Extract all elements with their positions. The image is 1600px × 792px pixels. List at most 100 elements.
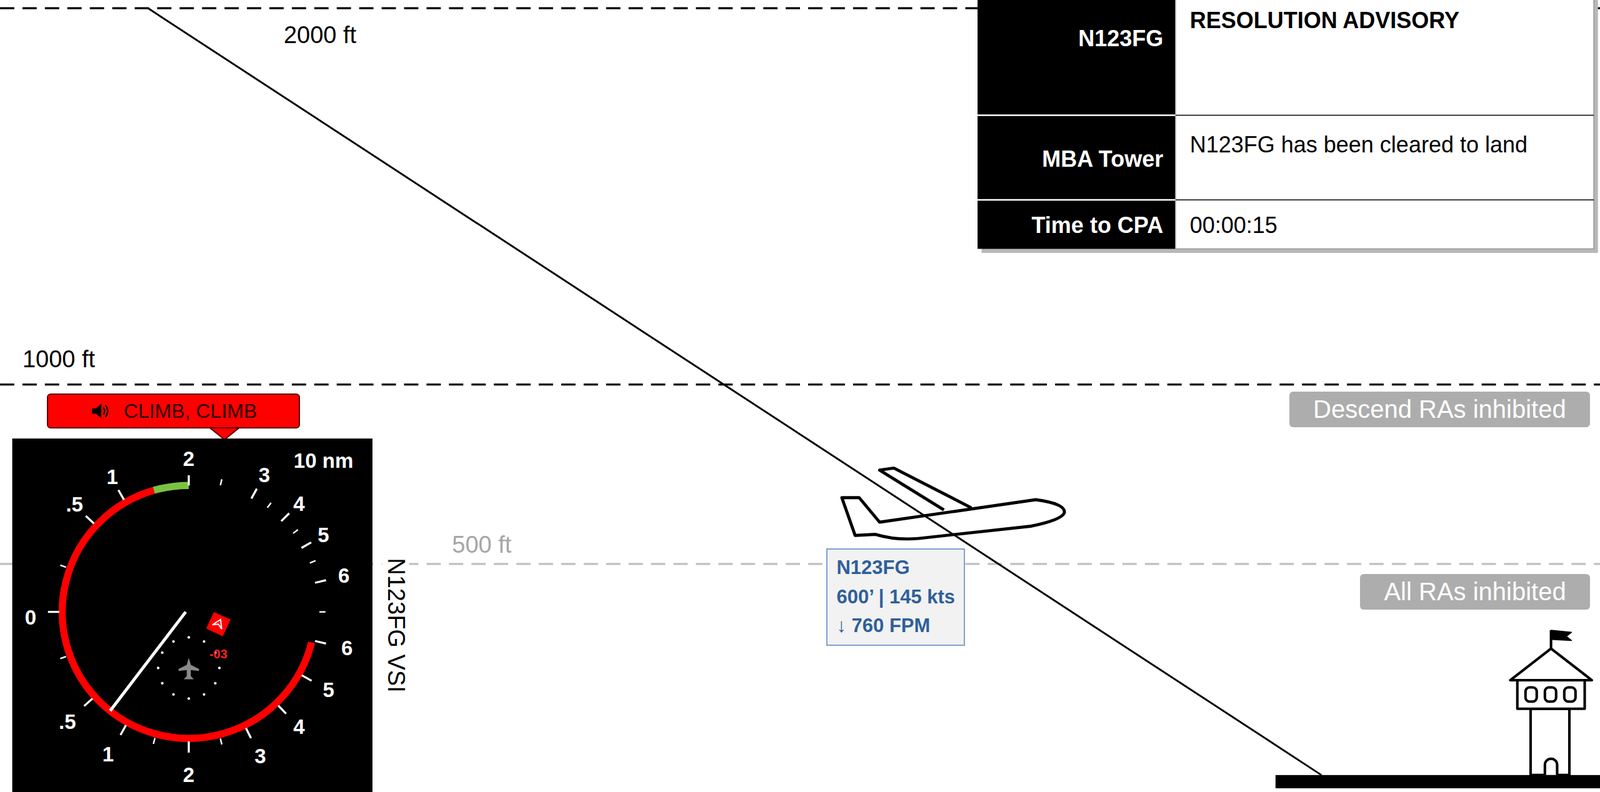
vsi-tick — [246, 728, 252, 739]
vsi-ticks — [48, 479, 327, 754]
vsi-tick — [301, 542, 312, 549]
vsi-scale-label: 3 — [258, 463, 270, 488]
range-ring-dot — [171, 693, 175, 697]
tower-shaft — [1530, 709, 1570, 776]
altitude-label: 2000 ft — [283, 21, 357, 49]
inhibit-band: Descend RAs inhibited — [1289, 391, 1590, 428]
tower-cab — [1517, 680, 1585, 710]
table-cell: 00:00:15 — [1190, 210, 1278, 242]
vsi-tick — [301, 675, 312, 682]
tower-window — [1564, 687, 1576, 702]
table-rule — [977, 199, 1176, 201]
vsi-tick — [120, 725, 127, 736]
vsi-tick — [315, 641, 326, 644]
range-ring-dot — [218, 666, 221, 670]
range-ring-dot — [156, 666, 160, 670]
vsi-scale-label: 4 — [293, 715, 305, 740]
vsi-tick — [278, 706, 286, 715]
range-ring-dot — [171, 640, 175, 644]
vsi-scale-label: 3 — [254, 745, 266, 769]
green-arc — [153, 485, 189, 491]
vsi-scale-label: 10 nm — [293, 449, 354, 474]
tower-window — [1525, 687, 1537, 702]
vsi-scale-label: 1 — [102, 743, 114, 767]
speaker-icon — [90, 401, 110, 422]
vsi-minor-tick — [153, 738, 155, 744]
vsi-minor-tick — [267, 503, 272, 509]
range-ring-dot — [187, 636, 190, 639]
table-header-column — [977, 0, 1176, 249]
vsi-face — [12, 438, 373, 792]
vsi-scale-label: 6 — [338, 564, 350, 589]
vsi-tick — [281, 513, 290, 522]
vsi-minor-tick — [319, 611, 326, 613]
inhibit-band: All RAs inhibited — [1360, 574, 1590, 610]
range-ring-dot — [161, 682, 164, 685]
vsi-tick — [187, 741, 190, 754]
node-text: N123FG — [836, 553, 955, 584]
tower-door — [1545, 759, 1558, 776]
control-tower — [1510, 630, 1592, 776]
vsi-scale-label: 5 — [317, 523, 329, 548]
vsi-minor-tick — [220, 479, 222, 486]
tower-flag — [1551, 630, 1572, 641]
vsi-scale-label: 2 — [183, 447, 195, 472]
node-text: CLIMB, CLIMB — [123, 400, 257, 424]
node-text: 600’ | 145 kts — [836, 583, 955, 613]
vsi-needle — [110, 612, 186, 712]
vsi-scale-label: 1 — [106, 465, 118, 490]
vsi-minor-tick — [60, 656, 66, 659]
table-header-cell: Time to CPA — [1031, 212, 1164, 239]
vsi-minor-tick — [60, 565, 66, 568]
airplane-outline — [841, 468, 1065, 539]
table-rule — [1175, 115, 1594, 117]
tower-roof — [1510, 648, 1592, 681]
table-cell: N123FG has been cleared to land — [1190, 129, 1578, 161]
speaker-body — [91, 403, 102, 419]
table-cell: RESOLUTION ADVISORY — [1190, 7, 1460, 34]
table-header-cell: MBA Tower — [1041, 146, 1164, 173]
table-rule — [977, 114, 1176, 116]
vsi-minor-tick — [310, 561, 316, 564]
vsi-scale-label: 6 — [341, 636, 353, 661]
range-ring-dot — [213, 682, 217, 685]
speaker-waves — [103, 405, 108, 418]
vsi-scale-label: 0 — [25, 606, 37, 630]
range-ring-dot — [187, 697, 190, 700]
callout-pointer — [209, 427, 240, 440]
range-ring-dot — [202, 693, 205, 697]
range-ring — [156, 636, 221, 700]
vsi-tick — [48, 611, 60, 614]
aircraft-data-tag: N123FG600’ | 145 kts↓ 760 FPM — [826, 548, 965, 647]
vsi-minor-tick — [293, 530, 299, 534]
instrument-caption: N123FG VSI — [382, 555, 410, 695]
vsi-tick — [187, 475, 190, 486]
airplane-fuselage — [841, 498, 1065, 540]
vsi-tick — [315, 580, 326, 584]
vsi-scale-label: .5 — [58, 710, 77, 735]
node-text: Descend RAs inhibited — [1313, 395, 1567, 424]
own-aircraft-symbol — [178, 658, 200, 680]
vsi-tick — [251, 488, 257, 499]
node-text: All RAs inhibited — [1383, 578, 1566, 607]
runway-ground — [1275, 775, 1600, 789]
vsi-tick — [118, 490, 124, 501]
vsi-scale-label: 5 — [323, 678, 335, 703]
range-ring-dot — [161, 651, 164, 655]
airplane-wing — [879, 468, 972, 510]
intruder-arrow — [212, 617, 225, 630]
range-ring-dot — [202, 640, 205, 644]
vsi-minor-tick — [220, 738, 222, 745]
red-arc — [62, 490, 312, 739]
vsi-scale-label: 2 — [183, 763, 195, 788]
vsi-tick — [84, 698, 93, 707]
intruder-symbol — [206, 612, 231, 637]
tower-window — [1545, 687, 1557, 702]
vsi-tick — [85, 516, 94, 524]
table-header-cell: N123FG — [1078, 25, 1164, 52]
vsi-scale-label: -03 — [209, 646, 228, 662]
vsi-scale-label: .5 — [65, 493, 84, 517]
vsi-scale-label: 4 — [293, 492, 305, 517]
altitude-line — [0, 383, 1600, 386]
table-value-column — [1175, 0, 1594, 249]
